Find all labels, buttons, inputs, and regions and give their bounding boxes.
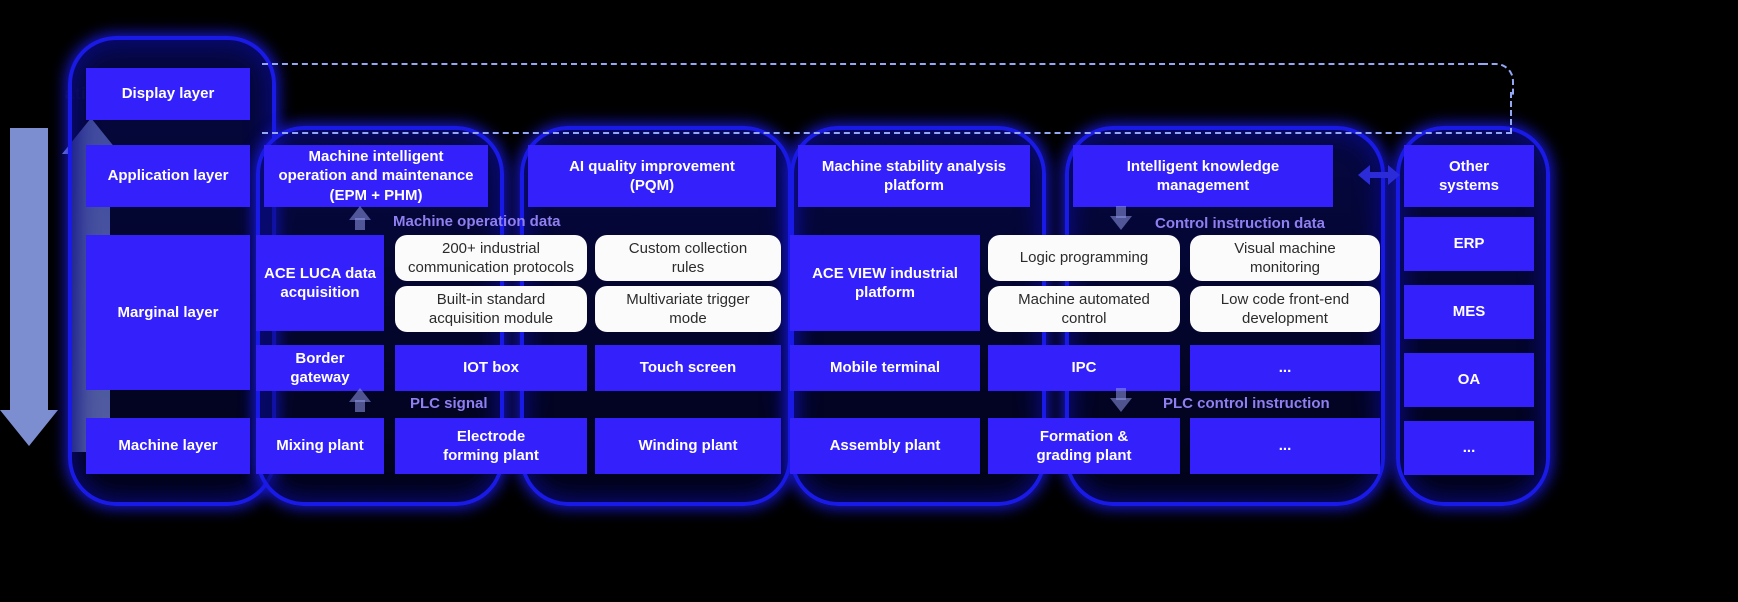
control-instruction-data-arrow-stem [1116, 206, 1126, 218]
marginal-ace-view-industrial-platform[interactable]: ACE VIEW industrial platform [790, 235, 980, 331]
machine-card-line: Formation & [1039, 427, 1129, 445]
layer-label-application-line1: Application layer [107, 167, 229, 185]
machine-card-line: forming plant [443, 447, 539, 464]
app-intelligent-knowledge-management[interactable]: Intelligent knowledge management [1073, 145, 1333, 207]
card-line: communication protocols [408, 259, 574, 276]
dashed-connector-corner [1482, 63, 1514, 95]
dashed-connector-vertical [1510, 92, 1512, 134]
card-line: rules [671, 259, 705, 276]
card-multivariate-trigger-mode[interactable]: Multivariate trigger mode [595, 286, 781, 332]
downward-flow-arrow-shaft [10, 128, 48, 418]
machine-mixing-plant[interactable]: Mixing plant [256, 418, 384, 474]
plc-signal-arrow-stem [355, 400, 365, 412]
card-line: Logic programming [1019, 249, 1149, 267]
plc-control-instruction-arrow-stem [1116, 388, 1126, 400]
card-line: Built-in standard [436, 290, 546, 308]
dashed-connector-horizontal-bottom [262, 132, 1512, 134]
card-line: monitoring [1249, 259, 1321, 276]
other-systems-more[interactable]: ... [1404, 421, 1534, 475]
card-machine-automated-control[interactable]: Machine automated control [988, 286, 1180, 332]
marginal-ace-luca-data-acquisition[interactable]: ACE LUCA data acquisition [256, 235, 384, 331]
plc-signal-arrow-head [349, 388, 371, 402]
device-more[interactable]: ... [1190, 345, 1380, 391]
card-custom-collection-rules[interactable]: Custom collection rules [595, 235, 781, 281]
card-low-code-frontend-development[interactable]: Low code front-end development [1190, 286, 1380, 332]
device-border-gateway[interactable]: Border gateway [256, 345, 384, 391]
app-card-line: Machine stability analysis [821, 157, 1007, 175]
other-systems-mes[interactable]: MES [1404, 285, 1534, 339]
device-touch-screen[interactable]: Touch screen [595, 345, 781, 391]
other-systems-oa[interactable]: OA [1404, 353, 1534, 407]
card-line: 200+ industrial [442, 239, 540, 257]
downward-flow-arrow-head [0, 410, 58, 446]
card-line: Machine automated [1018, 290, 1150, 308]
device-iot-box[interactable]: IOT box [395, 345, 587, 391]
marginal-platform-line: ACE LUCA data [264, 264, 376, 282]
other-systems-erp[interactable]: ERP [1404, 217, 1534, 271]
machine-card-line: grading plant [1036, 447, 1132, 464]
card-line: Low code front-end [1220, 290, 1350, 308]
card-industrial-communication-protocols[interactable]: 200+ industrial communication protocols [395, 235, 587, 281]
dashed-connector-horizontal-top [262, 63, 1484, 65]
card-logic-programming[interactable]: Logic programming [988, 235, 1180, 281]
app-machine-intelligent-om[interactable]: Machine intelligent operation and mainte… [264, 145, 488, 207]
card-line: acquisition module [428, 310, 554, 327]
device-ipc[interactable]: IPC [988, 345, 1180, 391]
bidirectional-link-arrow [1358, 163, 1400, 187]
machine-more[interactable]: ... [1190, 418, 1380, 474]
bidi-arrow-line [1366, 172, 1392, 178]
card-builtin-standard-acquisition-module[interactable]: Built-in standard acquisition module [395, 286, 587, 332]
card-line: development [1242, 310, 1328, 327]
machine-formation-grading-plant[interactable]: Formation & grading plant [988, 418, 1180, 474]
app-card-line: operation and maintenance [278, 167, 474, 185]
app-card-line: platform [884, 177, 944, 194]
app-card-line: (EPM + PHM) [329, 186, 423, 204]
layer-label-marginal[interactable]: Marginal layer [86, 235, 250, 390]
machine-card-line: Electrode [456, 427, 526, 445]
marginal-platform-line: acquisition [280, 284, 360, 301]
layer-label-application[interactable]: Application layer [86, 145, 250, 207]
device-mobile-terminal[interactable]: Mobile terminal [790, 345, 980, 391]
layer-label-machine[interactable]: Machine layer [86, 418, 250, 474]
card-line: Visual machine [1234, 239, 1336, 257]
other-systems-header[interactable]: Other systems [1404, 145, 1534, 207]
bidi-arrow-left-head [1358, 165, 1370, 185]
control-instruction-data-arrow-head [1110, 216, 1132, 230]
other-systems-line: Other [1448, 157, 1489, 175]
card-line: Custom collection [628, 239, 748, 257]
layer-label-display[interactable]: Display layer [86, 68, 250, 120]
card-visual-machine-monitoring[interactable]: Visual machine monitoring [1190, 235, 1380, 281]
other-systems-line: systems [1438, 177, 1500, 194]
machine-electrode-forming-plant[interactable]: Electrode forming plant [395, 418, 587, 474]
flow-label-machine-operation-data: Machine operation data [393, 213, 561, 230]
app-card-line: (PQM) [629, 177, 675, 194]
card-line: Multivariate trigger [626, 290, 750, 308]
flow-label-plc-signal: PLC signal [410, 395, 488, 412]
card-line: control [1061, 310, 1107, 327]
machine-winding-plant[interactable]: Winding plant [595, 418, 781, 474]
marginal-platform-line: ACE VIEW industrial [812, 264, 958, 282]
app-card-line: Intelligent knowledge [1126, 157, 1280, 175]
app-card-line: AI quality improvement [569, 157, 735, 175]
app-card-line: Machine intelligent [308, 148, 444, 166]
machine-assembly-plant[interactable]: Assembly plant [790, 418, 980, 474]
machine-operation-data-arrow-head [349, 206, 371, 220]
app-card-line: management [1156, 177, 1250, 194]
flow-label-plc-control-instruction: PLC control instruction [1163, 395, 1330, 412]
bidi-arrow-right-head [1388, 165, 1400, 185]
marginal-platform-line: platform [855, 284, 915, 301]
machine-operation-data-arrow-stem [355, 218, 365, 230]
card-line: mode [669, 310, 707, 327]
app-ai-quality-improvement[interactable]: AI quality improvement (PQM) [528, 145, 776, 207]
app-machine-stability-analysis[interactable]: Machine stability analysis platform [798, 145, 1030, 207]
plc-control-instruction-arrow-head [1110, 398, 1132, 412]
flow-label-control-instruction-data: Control instruction data [1155, 215, 1325, 232]
